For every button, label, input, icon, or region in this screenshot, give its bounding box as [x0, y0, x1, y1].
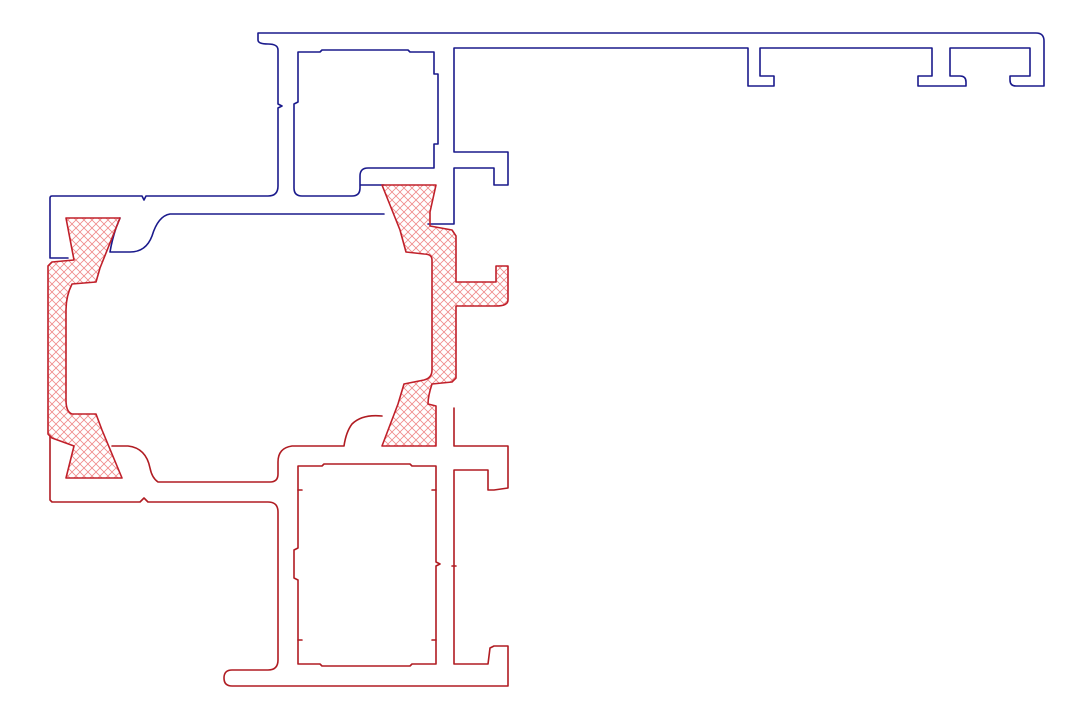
thermal-break-right [381, 184, 509, 447]
thermal-break-upper-left [47, 217, 123, 479]
inner-chamber-notches [297, 489, 457, 641]
outer-profile-outline [49, 32, 1045, 259]
outer-frame-profile [49, 32, 1045, 259]
thermal-break-strips [47, 184, 509, 479]
inner-profile-outline [49, 407, 509, 687]
inner-frame-profile [49, 407, 509, 687]
